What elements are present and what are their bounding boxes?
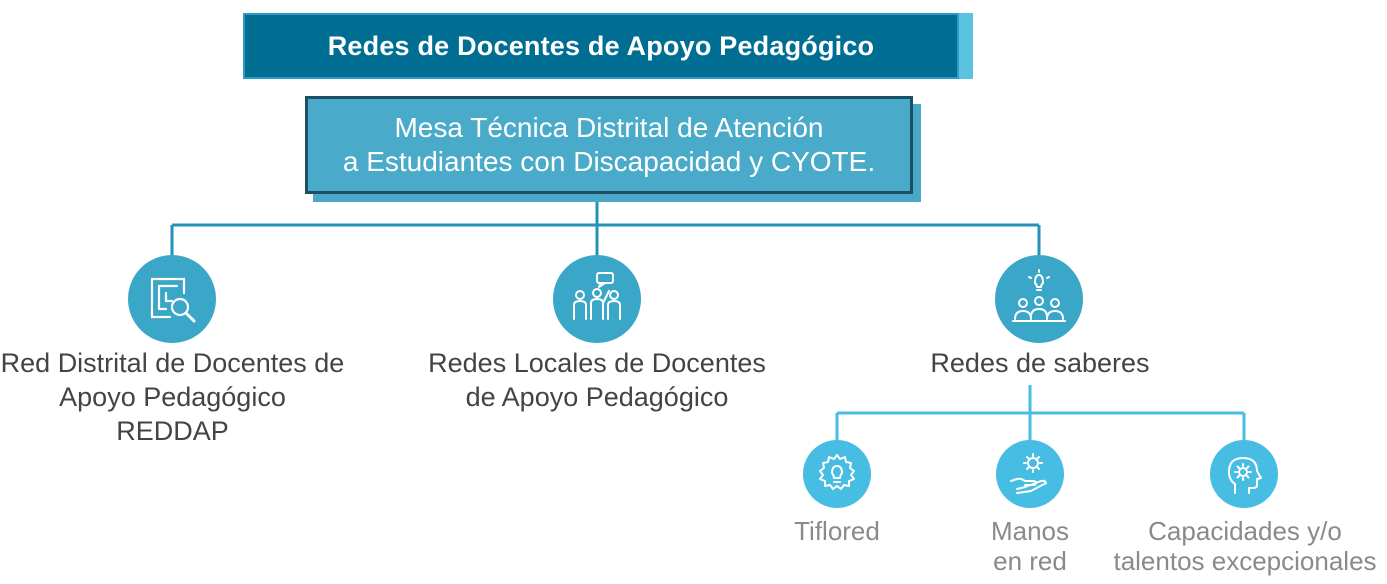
node-redes-locales-circle <box>553 255 641 343</box>
node-redes-locales-label-line-1: Redes Locales de Docentes <box>428 348 766 378</box>
subnode-manos-label-line-2: en red <box>993 546 1067 576</box>
subnode-capacidades-circle <box>1210 440 1278 508</box>
subtitle-box: Mesa Técnica Distrital de Atención a Est… <box>305 96 921 202</box>
subnode-tiflored-circle <box>803 440 871 508</box>
subnode-manos-label: Manos en red <box>960 516 1100 576</box>
hand-gear-icon <box>1010 453 1047 494</box>
subnode-capacidades-label: Capacidades y/o talentos excepcionales <box>1110 516 1380 576</box>
node-redes-saberes-circle <box>995 255 1083 343</box>
subnode-manos-label-line-1: Manos <box>990 516 1070 546</box>
subtitle-text: Mesa Técnica Distrital de Atención a Est… <box>343 111 875 179</box>
gear-lightbulb-icon <box>819 454 855 490</box>
subtitle-line-2: a Estudiantes con Discapacidad y CYOTE. <box>342 146 876 177</box>
subnode-tiflored-label-line-1: Tiflored <box>794 516 880 546</box>
group-discussion-icon <box>573 272 621 320</box>
node-reddap-label-line-1: Red Distrital de Docentes de <box>0 348 345 378</box>
node-redes-locales-label: Redes Locales de Docentes de Apoyo Pedag… <box>420 346 774 414</box>
subtitle-box-panel: Mesa Técnica Distrital de Atención a Est… <box>305 96 913 194</box>
subnode-tiflored-label: Tiflored <box>770 516 904 546</box>
subtitle-line-1: Mesa Técnica Distrital de Atención <box>394 112 824 143</box>
title-banner-panel: Redes de Docentes de Apoyo Pedagógico <box>243 13 959 79</box>
subnode-capacidades-label-line-1: Capacidades y/o <box>1148 516 1342 546</box>
node-redes-locales-label-line-2: de Apoyo Pedagógico <box>465 382 729 412</box>
node-reddap-label: Red Distrital de Docentes de Apoyo Pedag… <box>0 346 345 448</box>
head-gear-icon <box>1228 457 1262 494</box>
title-banner: Redes de Docentes de Apoyo Pedagógico <box>243 13 973 81</box>
node-redes-saberes-label-line-1: Redes de saberes <box>930 348 1150 378</box>
node-reddap-label-line-2: Apoyo Pedagógico REDDAP <box>59 382 286 446</box>
team-idea-icon <box>1012 269 1066 322</box>
subnode-manos-circle <box>996 440 1064 508</box>
node-reddap-circle <box>128 255 216 343</box>
maze-magnifier-icon <box>150 277 196 323</box>
page-title: Redes de Docentes de Apoyo Pedagógico <box>327 30 875 61</box>
node-redes-saberes-label: Redes de saberes <box>900 346 1180 380</box>
subnode-capacidades-label-line-2: talentos excepcionales <box>1113 546 1377 576</box>
